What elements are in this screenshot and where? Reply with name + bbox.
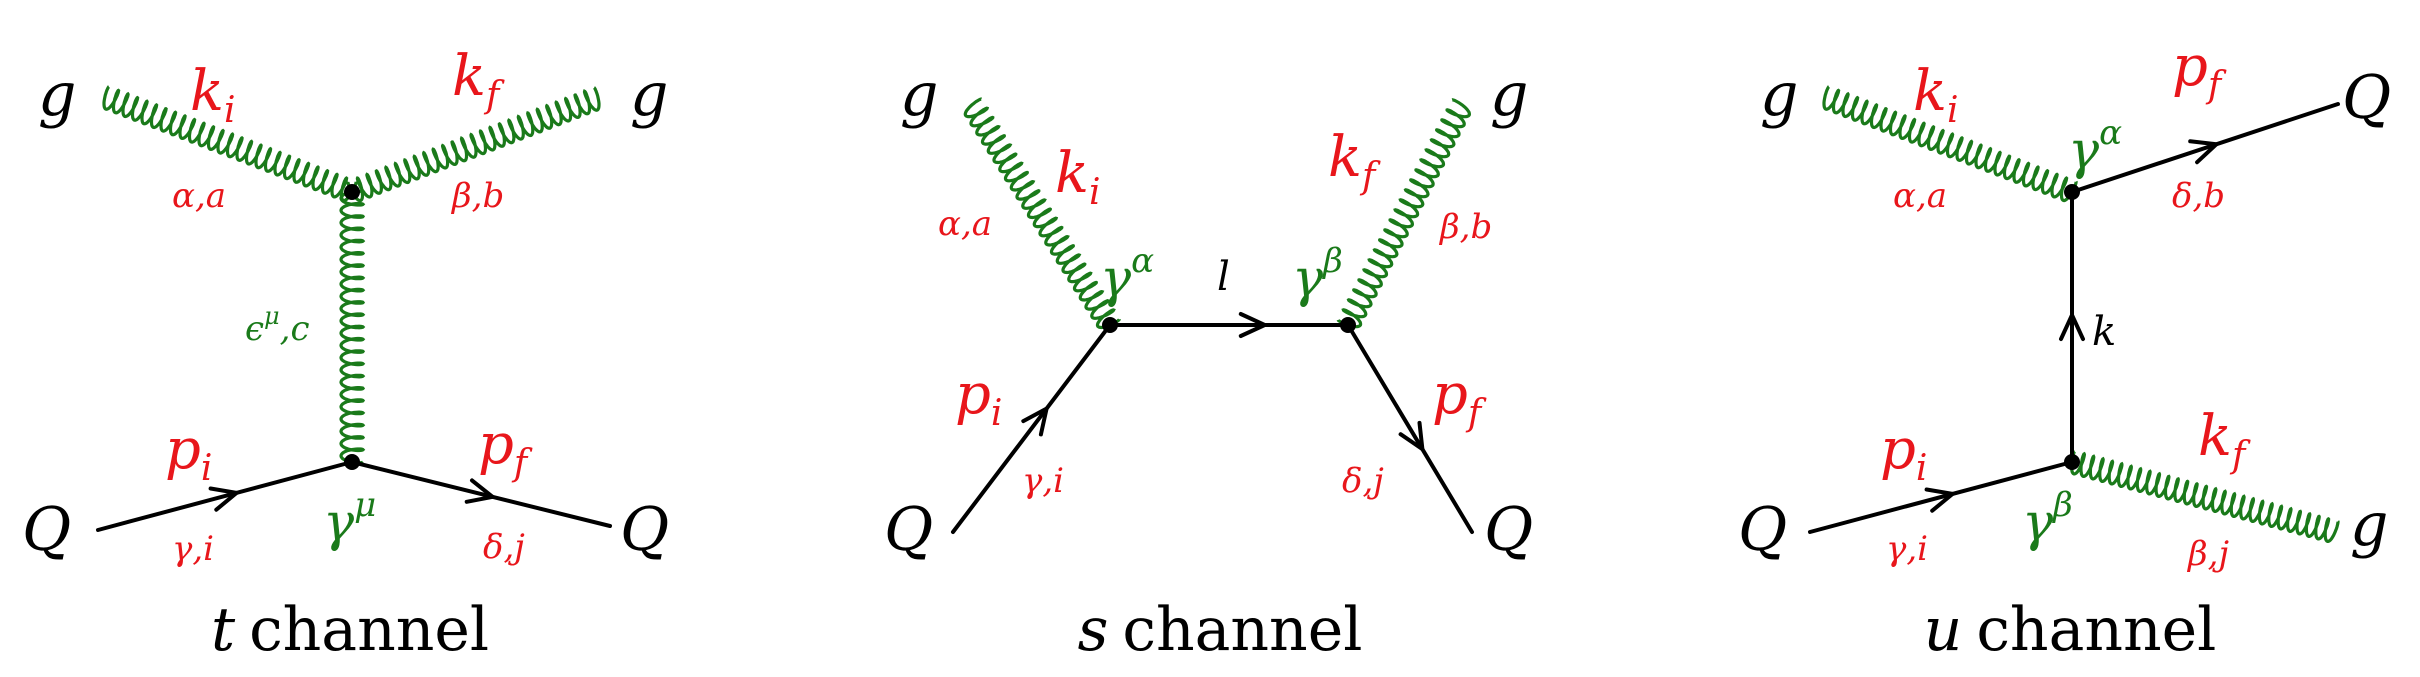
u-label-kf: kf [2198, 404, 2251, 476]
s-vertex-left-label: γα [1100, 241, 1154, 309]
s-vertex-right [1340, 317, 1356, 333]
t-vertex-label: γμ [323, 485, 376, 553]
u-vertex-top-label: γα [2068, 113, 2122, 181]
t-index-in-quark: γ,i [172, 529, 214, 569]
t-label-g-out: g [630, 60, 668, 130]
u-index-in-gluon: α,a [1893, 176, 1947, 216]
u-index-in-quark: γ,i [1886, 529, 1928, 569]
s-label-g-in: g [900, 60, 938, 130]
s-index-out-gluon: β,b [1438, 207, 1492, 247]
t-gluon-outgoing [346, 86, 601, 203]
s-label-q-out: Q [1484, 495, 1533, 565]
diagram-u-channel: g Q Q g ki pf pi kf k α,a δ,b γ,i β,j γα… [1738, 34, 2391, 665]
u-gluon-incoming [1822, 85, 2078, 203]
u-label-q-out: Q [2342, 63, 2391, 133]
u-label-pi: pi [1880, 417, 1927, 489]
u-index-out-gluon-bottom: β,j [2186, 534, 2229, 574]
u-label-g-out: g [2350, 490, 2388, 560]
u-index-out-quark-top: δ,b [2172, 176, 2225, 216]
t-vertex-top [344, 184, 360, 200]
s-vertex-left [1102, 317, 1118, 333]
t-index-in-gluon: α,a [172, 176, 226, 216]
t-index-out-quark: δ,j [483, 527, 525, 567]
t-label-q-in: Q [22, 495, 71, 565]
t-gluon-incoming [102, 85, 358, 203]
u-label-q-in: Q [1738, 495, 1787, 565]
u-label-pf: pf [2172, 34, 2227, 106]
s-label-pf: pf [1432, 362, 1487, 434]
t-label-g-in: g [38, 60, 76, 130]
s-label-internal: l [1217, 254, 1230, 300]
s-label-pi: pi [955, 362, 1002, 434]
u-quark-incoming-line [1808, 460, 2074, 534]
s-vertex-right-label: γβ [1292, 241, 1343, 309]
s-label-g-out: g [1490, 60, 1528, 130]
t-quark-outgoing-line [350, 460, 612, 528]
u-label-internal: k [2092, 309, 2116, 355]
diagram-t-channel: g g Q Q ki kf pi pf α,a β,b ϵμ,c γ,i δ,j… [22, 44, 669, 665]
t-gluon-exchange [339, 189, 366, 465]
u-quark-incoming-arrow [1924, 487, 1958, 513]
t-label-kf: kf [452, 44, 505, 116]
t-label-pi: pi [165, 417, 212, 489]
u-vertex-bottom [2064, 454, 2080, 470]
u-vertex-bottom-label: γβ [2022, 485, 2073, 553]
s-label-ki: ki [1055, 141, 1100, 213]
s-index-in-gluon: α,a [938, 204, 992, 244]
t-quark-outgoing-arrow [464, 478, 498, 504]
diagram-s-channel: g g Q Q ki kf pi pf l α,a β,b γ,i δ,j γα… [884, 60, 1533, 665]
s-quark-outgoing-line [1346, 323, 1474, 534]
u-label-g-in: g [1760, 60, 1798, 130]
t-quark-incoming-arrow [208, 486, 242, 512]
s-gluon-outgoing [1336, 98, 1472, 329]
u-propagator-arrow [2059, 310, 2085, 341]
s-label-kf: kf [1328, 125, 1381, 197]
t-label-q-out: Q [620, 495, 669, 565]
s-propagator-arrow [1238, 312, 1270, 338]
s-quark-incoming-arrow [1021, 404, 1050, 437]
u-label-ki: ki [1913, 59, 1958, 131]
s-index-out-quark: δ,j [1342, 461, 1384, 501]
u-gluon-outgoing [2070, 449, 2340, 543]
t-index-exchange: ϵμ,c [245, 302, 310, 349]
s-quark-outgoing-arrow [1398, 420, 1425, 454]
t-label-pf: pf [478, 412, 533, 484]
t-index-out-gluon: β,b [450, 176, 504, 216]
t-quark-incoming-line [96, 460, 354, 532]
t-vertex-bottom [344, 454, 360, 470]
s-label-q-in: Q [884, 495, 933, 565]
u-vertex-top [2064, 184, 2080, 200]
s-index-in-quark: γ,i [1022, 461, 1064, 501]
s-gluon-incoming [963, 97, 1121, 330]
u-quark-outgoing-arrow [2188, 139, 2221, 165]
t-label-ki: ki [190, 59, 235, 131]
u-quark-outgoing-line [2070, 102, 2340, 194]
s-quark-incoming-line [951, 323, 1112, 534]
